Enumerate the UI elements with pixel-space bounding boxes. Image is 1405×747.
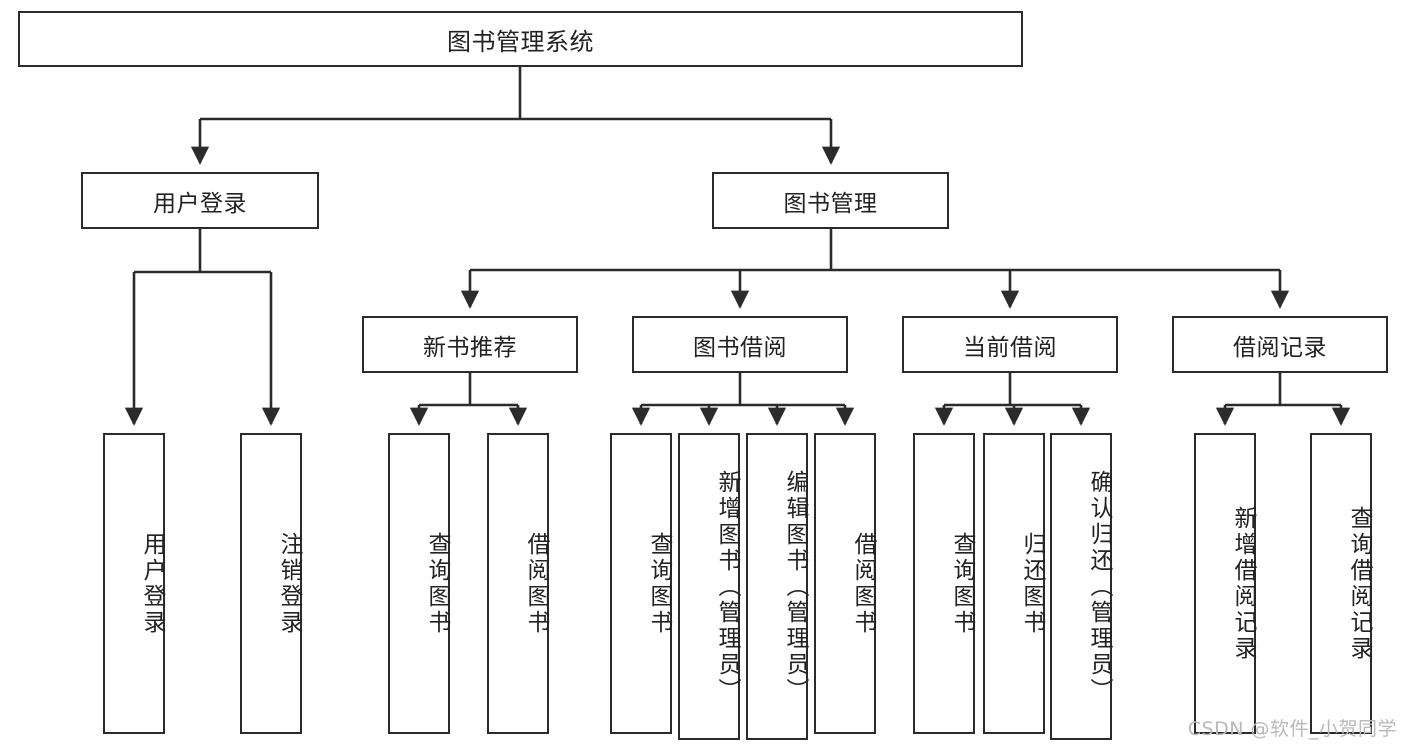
node-user-login-label: 用户登录: [153, 190, 247, 217]
node-leaf-query-borrow-record-label: 查询借阅记录: [1346, 505, 1372, 662]
node-root-label: 图书管理系统: [447, 27, 594, 56]
node-leaf-borrow-book-2-label: 借阅图书: [850, 531, 876, 636]
node-leaf-confirm-return-admin-label: 确认归还（管理员）: [1086, 469, 1112, 704]
watermark-text: CSDN @软件_小贺同学: [1187, 718, 1397, 740]
node-leaf-query-book-2-label: 查询图书: [646, 531, 672, 636]
node-leaf-add-book-admin[interactable]: 新增图书（管理员）: [678, 433, 740, 740]
node-leaf-add-book-admin-label: 新增图书（管理员）: [714, 469, 740, 704]
node-user-login[interactable]: 用户登录: [81, 172, 319, 229]
node-book-management-label: 图书管理: [783, 190, 878, 217]
node-borrow-records-label: 借阅记录: [1233, 334, 1327, 361]
node-leaf-borrow-book-1[interactable]: 借阅图书: [487, 433, 549, 734]
node-leaf-query-book-3[interactable]: 查询图书: [913, 433, 975, 734]
node-leaf-add-borrow-record-label: 新增借阅记录: [1230, 505, 1256, 662]
node-current-borrow[interactable]: 当前借阅: [902, 316, 1118, 373]
node-leaf-query-book-3-label: 查询图书: [949, 531, 975, 636]
node-leaf-return-book[interactable]: 归还图书: [983, 433, 1045, 734]
node-leaf-edit-book-admin-label: 编辑图书（管理员）: [782, 469, 808, 704]
node-leaf-user-login-label: 用户登录: [139, 531, 165, 636]
node-leaf-query-book-2[interactable]: 查询图书: [610, 433, 672, 734]
node-leaf-confirm-return-admin[interactable]: 确认归还（管理员）: [1050, 433, 1112, 740]
node-leaf-edit-book-admin[interactable]: 编辑图书（管理员）: [746, 433, 808, 740]
node-leaf-query-borrow-record[interactable]: 查询借阅记录: [1310, 433, 1372, 734]
node-leaf-query-book-1-label: 查询图书: [424, 531, 450, 636]
node-root[interactable]: 图书管理系统: [18, 11, 1023, 67]
node-leaf-user-logout[interactable]: 注销登录: [240, 433, 302, 734]
node-leaf-return-book-label: 归还图书: [1019, 531, 1045, 636]
node-leaf-add-borrow-record[interactable]: 新增借阅记录: [1194, 433, 1256, 734]
node-leaf-borrow-book-1-label: 借阅图书: [523, 531, 549, 636]
node-new-book-recommend[interactable]: 新书推荐: [362, 316, 578, 373]
node-borrow-records[interactable]: 借阅记录: [1172, 316, 1388, 373]
node-book-borrow-label: 图书借阅: [693, 334, 787, 361]
node-leaf-borrow-book-2[interactable]: 借阅图书: [814, 433, 876, 734]
node-leaf-query-book-1[interactable]: 查询图书: [388, 433, 450, 734]
node-leaf-user-logout-label: 注销登录: [276, 531, 302, 636]
node-book-management[interactable]: 图书管理: [712, 172, 949, 229]
node-new-book-recommend-label: 新书推荐: [423, 334, 517, 361]
node-leaf-user-login[interactable]: 用户登录: [103, 433, 165, 734]
node-book-borrow[interactable]: 图书借阅: [632, 316, 848, 373]
node-current-borrow-label: 当前借阅: [963, 334, 1057, 361]
